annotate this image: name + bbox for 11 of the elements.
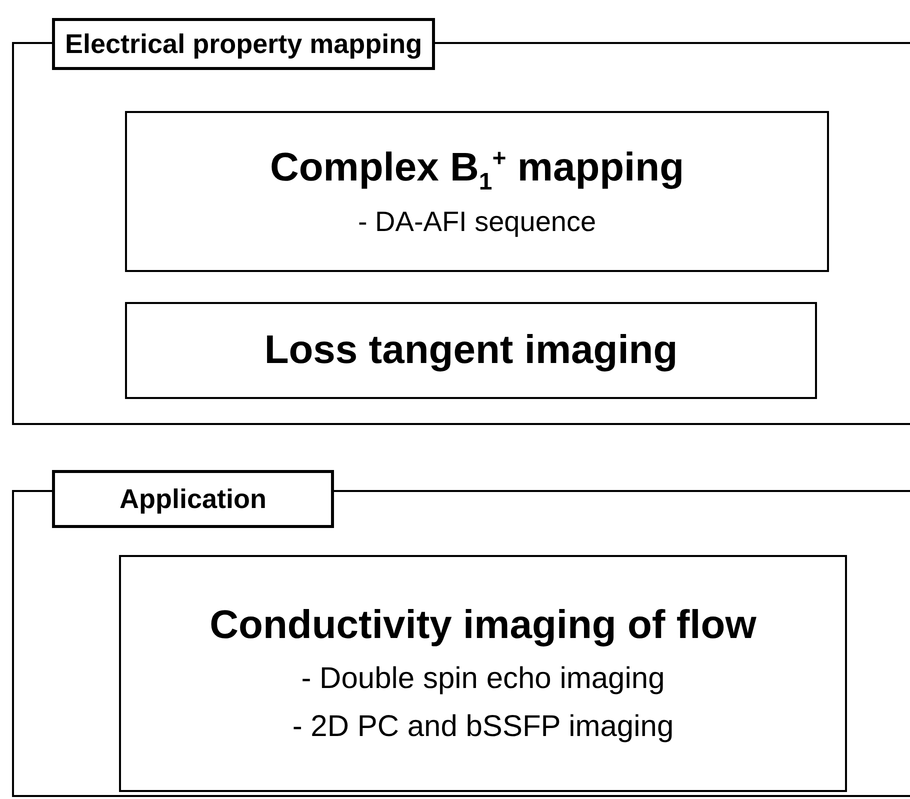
box-title: Loss tangent imaging xyxy=(264,328,678,373)
box-title: Complex B$_{1}$$^{+}$ mapping xyxy=(270,144,684,196)
bullet-text: - 2D PC and bSSFP imaging xyxy=(292,710,674,744)
section-heading: Electrical property mapping xyxy=(52,18,436,70)
section-heading: Application xyxy=(52,470,334,528)
bullet-text: - Double spin echo imaging xyxy=(301,662,665,696)
bullet-text: - DA-AFI sequence xyxy=(358,206,596,238)
box-title: Conductivity imaging of flow xyxy=(210,603,756,648)
topic-box xyxy=(125,111,829,272)
topic-box xyxy=(119,555,847,792)
topic-box xyxy=(125,302,817,399)
